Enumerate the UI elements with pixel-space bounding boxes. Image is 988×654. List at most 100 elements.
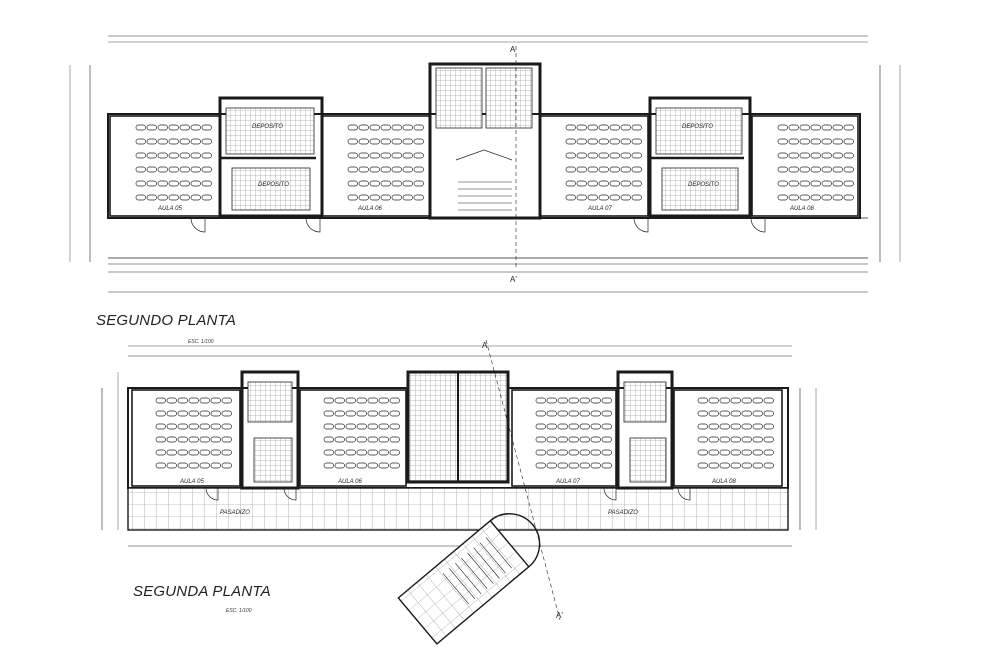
top-desk [179, 138, 190, 145]
top-stair-arrow [455, 149, 513, 161]
bottom-desk [389, 410, 400, 417]
top-desk [201, 152, 212, 159]
bottom-desk [590, 423, 601, 430]
top-desk [135, 180, 146, 187]
top-desk [413, 166, 424, 173]
bottom-desk [557, 410, 568, 417]
bottom-desk [221, 397, 232, 404]
top-desk [168, 180, 179, 187]
bottom-desk [166, 423, 177, 430]
top-desk [358, 124, 369, 131]
bottom-desk [177, 397, 188, 404]
top-desk [413, 124, 424, 131]
top-desk [810, 138, 821, 145]
bottom-desk [741, 397, 752, 404]
top-desk [799, 152, 810, 159]
room-label-b-aula-1: AULA 05 [179, 479, 204, 485]
bottom-desk [730, 410, 741, 417]
bottom-stair-tread [473, 547, 500, 579]
top-classroom-wall [109, 115, 221, 217]
top-desk [157, 180, 168, 187]
top-desk [157, 138, 168, 145]
bottom-desk [199, 423, 210, 430]
room-label-aula-mid-left: AULA 06 [357, 206, 382, 212]
top-desk [821, 166, 832, 173]
top-desk [777, 138, 788, 145]
top-desk [810, 194, 821, 201]
bottom-desk [730, 462, 741, 469]
bottom-desk [221, 410, 232, 417]
bottom-desk [708, 423, 719, 430]
top-desk [565, 152, 576, 159]
bottom-desk [378, 436, 389, 443]
room-label-b-aula-3: AULA 07 [555, 479, 580, 485]
top-door-swing [633, 217, 649, 233]
section-mark-bottom-a: A [482, 341, 488, 350]
top-desk [631, 138, 642, 145]
top-desk [146, 194, 157, 201]
top-desk [576, 194, 587, 201]
top-desk [201, 194, 212, 201]
bottom-desk [356, 410, 367, 417]
bottom-desk [389, 423, 400, 430]
top-desk [358, 180, 369, 187]
top-desk [201, 166, 212, 173]
bottom-desk [708, 436, 719, 443]
bottom-desk [210, 449, 221, 456]
top-desk [821, 180, 832, 187]
bottom-desk [378, 397, 389, 404]
bottom-desk [579, 423, 590, 430]
bottom-desk [579, 449, 590, 456]
top-desk [788, 194, 799, 201]
top-desk [620, 152, 631, 159]
bottom-desk [334, 462, 345, 469]
top-desk [413, 180, 424, 187]
bottom-desk [199, 410, 210, 417]
bottom-desk [323, 462, 334, 469]
bottom-desk [730, 449, 741, 456]
bottom-desk [546, 423, 557, 430]
bottom-desk [188, 462, 199, 469]
top-desk [190, 138, 201, 145]
bottom-desk [334, 423, 345, 430]
top-storage-tile [225, 107, 315, 155]
section-mark-top-a-prime: A' [510, 275, 517, 284]
top-desk [347, 194, 358, 201]
bottom-stair-landing [397, 519, 530, 645]
bottom-classroom-wall [131, 389, 241, 487]
bottom-desk [221, 436, 232, 443]
bottom-desk [166, 436, 177, 443]
top-desk [179, 124, 190, 131]
top-desk [391, 124, 402, 131]
bottom-desk [719, 462, 730, 469]
bottom-plan-walls [127, 339, 789, 645]
bottom-desk [378, 462, 389, 469]
room-label-corridor-left: PASADIZO [220, 510, 250, 516]
top-desk [843, 152, 854, 159]
bottom-desk [763, 410, 774, 417]
top-desk [598, 124, 609, 131]
bottom-desk [697, 449, 708, 456]
top-desk [609, 180, 620, 187]
bottom-desk [752, 397, 763, 404]
bottom-desk [568, 397, 579, 404]
bottom-desk [345, 436, 356, 443]
bottom-desk [356, 423, 367, 430]
bottom-desk [535, 436, 546, 443]
bottom-stair-tread [479, 542, 506, 574]
top-desk [190, 124, 201, 131]
top-desk [391, 138, 402, 145]
bottom-desk [730, 436, 741, 443]
bottom-desk [557, 436, 568, 443]
top-desk [576, 166, 587, 173]
top-desk [157, 194, 168, 201]
bottom-desk [356, 449, 367, 456]
bottom-desk [155, 397, 166, 404]
top-desk [598, 194, 609, 201]
bottom-desk [763, 436, 774, 443]
top-desk [413, 152, 424, 159]
bottom-desk [323, 423, 334, 430]
bottom-desk [579, 410, 590, 417]
bottom-desk [356, 436, 367, 443]
bottom-desk [730, 423, 741, 430]
